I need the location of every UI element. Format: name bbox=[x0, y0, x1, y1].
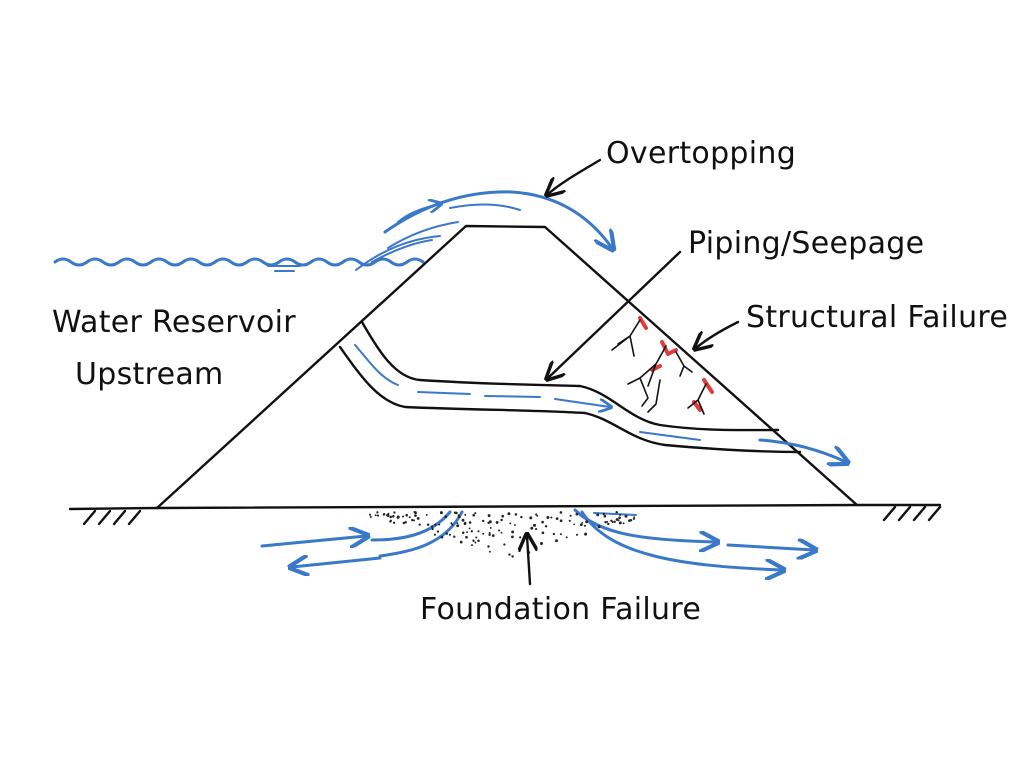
label-overtopping: Overtopping bbox=[606, 136, 797, 171]
piping-channel bbox=[338, 320, 846, 462]
structural-cracks bbox=[611, 316, 714, 415]
foundation-sand-dots bbox=[368, 511, 636, 558]
label-reservoir-line2: Upstream bbox=[75, 357, 224, 392]
foundation-seepage bbox=[260, 508, 814, 570]
foundation-callout-arrow bbox=[527, 536, 530, 586]
ground-hatch-right bbox=[882, 505, 942, 522]
label-structural-failure: Structural Failure bbox=[746, 300, 1009, 335]
dam-body-outline bbox=[155, 224, 859, 510]
piping-callout-arrow bbox=[548, 250, 682, 378]
label-foundation-failure: Foundation Failure bbox=[420, 592, 702, 627]
structural-callout-arrow bbox=[696, 320, 740, 348]
ground-line bbox=[68, 503, 942, 511]
overtopping-flow bbox=[355, 190, 612, 271]
label-reservoir-line1: Water Reservoir bbox=[52, 305, 296, 340]
reservoir-water-surface bbox=[53, 257, 425, 267]
overtopping-callout-arrow bbox=[548, 158, 602, 194]
label-piping-seepage: Piping/Seepage bbox=[688, 226, 925, 261]
water-level-marker bbox=[267, 265, 301, 272]
ground-hatch-left bbox=[82, 509, 142, 526]
